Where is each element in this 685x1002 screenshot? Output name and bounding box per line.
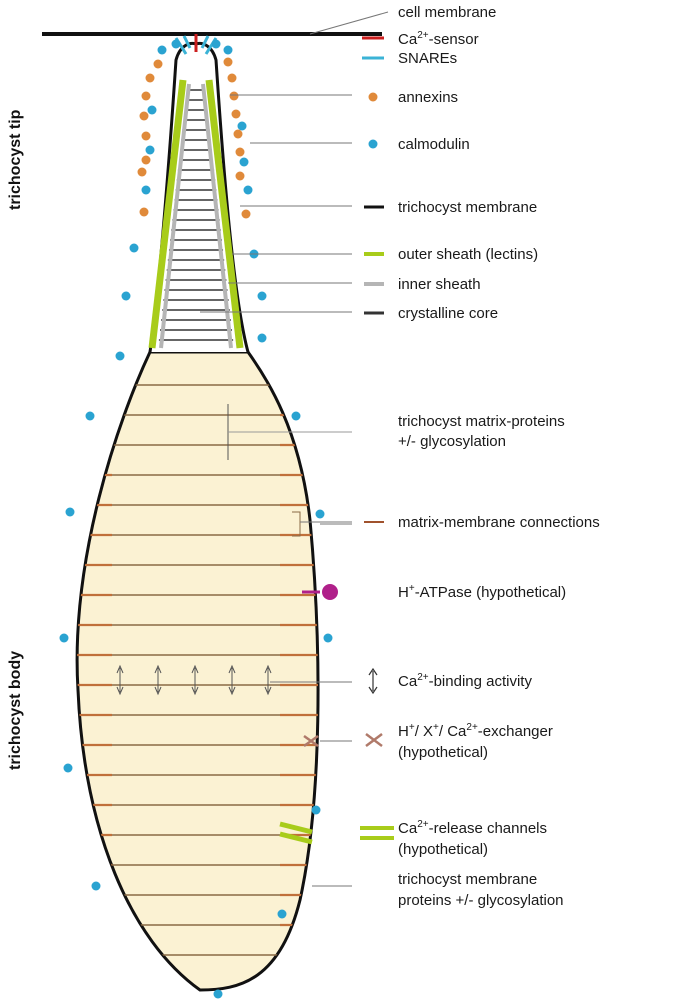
annexin-dot xyxy=(233,129,243,139)
h-atpase-on-membrane xyxy=(302,584,338,600)
ca-binding-arrowhead xyxy=(154,664,162,674)
calmodulin-dot xyxy=(63,763,73,773)
calmodulin-dot xyxy=(145,145,155,155)
protein-dots xyxy=(59,39,333,999)
annexin-dot xyxy=(141,155,151,165)
ca-binding-arrowhead xyxy=(264,686,272,696)
ca-binding-arrowhead xyxy=(116,686,124,696)
calmodulin-dot xyxy=(323,633,333,643)
annexin-dot xyxy=(235,171,245,181)
annexin-dot xyxy=(139,207,149,217)
ca-binding-arrowhead xyxy=(191,686,199,696)
legend-symbols xyxy=(360,36,394,840)
annexin-dot xyxy=(241,209,251,219)
annexin-dot xyxy=(223,57,233,67)
exchanger-on-membrane xyxy=(303,734,319,748)
annexin-dot xyxy=(141,91,151,101)
ca-binding-arrowhead xyxy=(228,686,236,696)
calmodulin-dot xyxy=(157,45,167,55)
calmodulin-dot xyxy=(277,909,287,919)
legend-annexins: annexins xyxy=(398,89,458,106)
ca-binding-arrowhead xyxy=(264,664,272,674)
crystalline-core xyxy=(158,89,234,341)
calmodulin-dot xyxy=(213,989,223,999)
calmodulin-dot xyxy=(171,39,181,49)
calmodulin-dot xyxy=(239,157,249,167)
legend-annexin-symbol xyxy=(368,92,378,102)
annexin-dot xyxy=(141,131,151,141)
legend-release-channel-symbol xyxy=(360,826,394,840)
legend-exchanger: H+/ X+/ Ca2+-exchanger xyxy=(398,722,553,740)
legend-exchanger-symbol xyxy=(365,733,383,747)
legend-calmodulin-symbol xyxy=(368,139,378,149)
legend-membrane-proteins: trichocyst membrane proteins +/- glycosy… xyxy=(398,871,564,909)
matrix-protein-marker xyxy=(227,404,352,460)
pointer-lines xyxy=(200,11,389,887)
calmodulin-dot xyxy=(311,805,321,815)
ca-binding-arrows xyxy=(116,664,272,696)
calmodulin-dot xyxy=(115,351,125,361)
calmodulin-dot xyxy=(121,291,131,301)
legend-release-channels-line2: (hypothetical) xyxy=(398,841,488,858)
release-channel-on-membrane xyxy=(279,821,313,845)
legend-outer-sheath: outer sheath (lectins) xyxy=(398,246,538,263)
legend-h-atpase: H+-ATPase (hypothetical) xyxy=(398,583,566,601)
legend-ca-binding: Ca2+-binding activity xyxy=(398,672,532,690)
annexin-dot xyxy=(145,73,155,83)
outer-sheath xyxy=(148,79,244,349)
annexin-dot xyxy=(227,73,237,83)
inner-sheath xyxy=(159,83,233,349)
calmodulin-dot xyxy=(223,45,233,55)
calmodulin-dot xyxy=(315,509,325,519)
calmodulin-dot xyxy=(129,243,139,253)
legend-crystalline-core: crystalline core xyxy=(398,305,498,322)
legend-cell-membrane: cell membrane xyxy=(398,4,496,21)
side-label-tip: trichocyst tip xyxy=(7,109,24,210)
calmodulin-dot xyxy=(237,121,247,131)
legend-matrix-proteins: trichocyst matrix-proteins +/- glycosyla… xyxy=(398,413,569,450)
calmodulin-dot xyxy=(91,881,101,891)
legend-snares: SNAREs xyxy=(398,50,457,67)
ca-binding-arrowhead xyxy=(116,664,124,674)
calmodulin-dot xyxy=(85,411,95,421)
legend-ca-sensor: Ca2+-sensor xyxy=(398,30,479,48)
calmodulin-dot xyxy=(243,185,253,195)
annexin-dot xyxy=(153,59,163,69)
legend-calmodulin: calmodulin xyxy=(398,136,470,153)
legend-inner-sheath: inner sheath xyxy=(398,276,481,293)
ca-binding-arrowhead xyxy=(191,664,199,674)
legend-exchanger-line2: (hypothetical) xyxy=(398,744,488,761)
legend-trichocyst-membrane: trichocyst membrane xyxy=(398,199,537,216)
annexin-dot xyxy=(229,91,239,101)
annexin-dot xyxy=(235,147,245,157)
calmodulin-dot xyxy=(211,39,221,49)
calmodulin-dot xyxy=(65,507,75,517)
legend-ca-binding-symbol xyxy=(368,667,378,695)
ca-binding-arrowhead xyxy=(228,664,236,674)
matrix-membrane-marker xyxy=(292,511,301,537)
calmodulin-dot xyxy=(257,333,267,343)
annexin-dot xyxy=(137,167,147,177)
legend-matrix-membrane: matrix-membrane connections xyxy=(398,514,600,531)
legend-release-channels: Ca2+-release channels xyxy=(398,819,547,837)
calmodulin-dot xyxy=(147,105,157,115)
calmodulin-dot xyxy=(141,185,151,195)
annexin-dot xyxy=(139,111,149,121)
ca-binding-arrowhead xyxy=(154,686,162,696)
calmodulin-dot xyxy=(59,633,69,643)
side-label-body: trichocyst body xyxy=(7,651,24,770)
calmodulin-dot xyxy=(257,291,267,301)
calmodulin-dot xyxy=(291,411,301,421)
annexin-dot xyxy=(231,109,241,119)
